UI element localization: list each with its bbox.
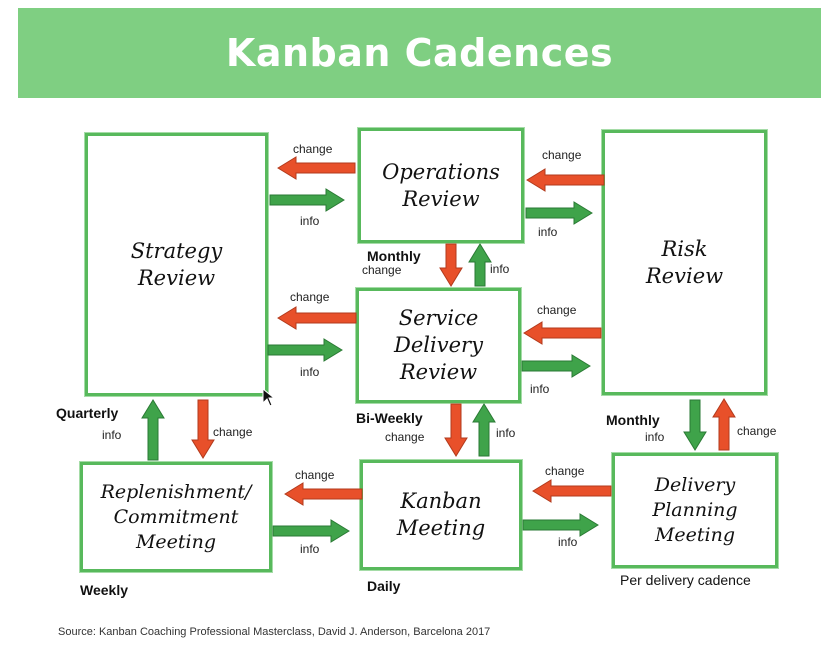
info-label: info bbox=[300, 365, 320, 379]
cadence-strategy: Quarterly bbox=[56, 405, 119, 421]
service-delivery-review-label: Service Delivery Review bbox=[394, 306, 483, 384]
info-label: info bbox=[490, 262, 510, 276]
change-arrow-service-to-strategy bbox=[277, 306, 357, 330]
info-arrow-replenishment-to-strategy bbox=[141, 399, 165, 461]
change-label: change bbox=[542, 148, 582, 162]
change-arrow-operations-to-strategy bbox=[277, 156, 356, 180]
info-arrow-risk-to-delivery bbox=[683, 399, 707, 451]
cadence-service-delivery: Bi-Weekly bbox=[356, 410, 423, 426]
page-title: Kanban Cadences bbox=[225, 31, 614, 75]
delivery-planning-meeting-box: Delivery Planning Meeting bbox=[612, 453, 778, 568]
info-arrow-replenishment-to-kanban bbox=[272, 519, 350, 543]
delivery-planning-meeting-label: Delivery Planning Meeting bbox=[652, 474, 738, 546]
strategy-review-label: Strategy Review bbox=[130, 238, 223, 290]
info-arrow-strategy-to-service bbox=[267, 338, 343, 362]
info-label: info bbox=[558, 535, 578, 549]
replenishment-meeting-label: Replenishment/ Commitment Meeting bbox=[100, 480, 252, 553]
change-label: change bbox=[545, 464, 585, 478]
change-label: change bbox=[293, 142, 333, 156]
service-delivery-review-box: Service Delivery Review bbox=[356, 288, 521, 403]
change-label: change bbox=[385, 430, 425, 444]
cadence-kanban: Daily bbox=[367, 578, 401, 594]
change-arrow-service-to-kanban bbox=[444, 403, 468, 457]
operations-review-label: Operations Review bbox=[382, 159, 500, 211]
change-arrow-kanban-to-replenishment bbox=[284, 482, 363, 506]
change-label: change bbox=[737, 424, 777, 438]
info-label: info bbox=[530, 382, 550, 396]
source-citation: Source: Kanban Coaching Professional Mas… bbox=[58, 626, 491, 638]
info-label: info bbox=[496, 426, 516, 440]
info-label: info bbox=[300, 542, 320, 556]
info-arrow-kanban-to-service bbox=[472, 403, 496, 457]
info-label: info bbox=[538, 225, 558, 239]
title-banner: Kanban Cadences bbox=[18, 8, 821, 98]
cadence-replenishment: Weekly bbox=[80, 582, 128, 598]
operations-review-box: Operations Review bbox=[358, 128, 524, 243]
change-arrow-delivery-to-risk bbox=[712, 398, 736, 451]
change-arrow-risk-to-service bbox=[523, 321, 602, 345]
info-label: info bbox=[102, 428, 122, 442]
change-arrow-delivery-to-kanban bbox=[532, 479, 612, 503]
change-label: change bbox=[290, 290, 330, 304]
kanban-meeting-label: Kanban Meeting bbox=[396, 489, 486, 540]
cadence-risk: Monthly bbox=[606, 412, 660, 428]
info-arrow-kanban-to-delivery bbox=[522, 513, 599, 537]
info-arrow-operations-to-risk bbox=[525, 201, 593, 225]
cadence-operations: Monthly bbox=[367, 248, 421, 264]
cadence-delivery-planning: Per delivery cadence bbox=[620, 572, 751, 588]
mouse-cursor-icon bbox=[262, 388, 276, 407]
info-arrow-service-to-risk bbox=[521, 354, 591, 378]
strategy-review-box: Strategy Review bbox=[85, 133, 268, 396]
info-label: info bbox=[300, 214, 320, 228]
change-label: change bbox=[213, 425, 253, 439]
info-arrow-strategy-to-operations bbox=[269, 188, 345, 212]
replenishment-meeting-box: Replenishment/ Commitment Meeting bbox=[80, 462, 272, 572]
change-label: change bbox=[537, 303, 577, 317]
risk-review-box: Risk Review bbox=[602, 130, 767, 395]
info-label: info bbox=[645, 430, 665, 444]
change-arrow-risk-to-operations bbox=[526, 168, 605, 192]
change-arrow-strategy-to-replenishment bbox=[191, 399, 215, 459]
kanban-meeting-box: Kanban Meeting bbox=[360, 460, 522, 570]
change-label: change bbox=[295, 468, 335, 482]
info-arrow-service-to-operations bbox=[468, 243, 492, 287]
risk-review-label: Risk Review bbox=[645, 236, 724, 288]
change-arrow-operations-to-service bbox=[439, 243, 463, 287]
change-label: change bbox=[362, 263, 402, 277]
